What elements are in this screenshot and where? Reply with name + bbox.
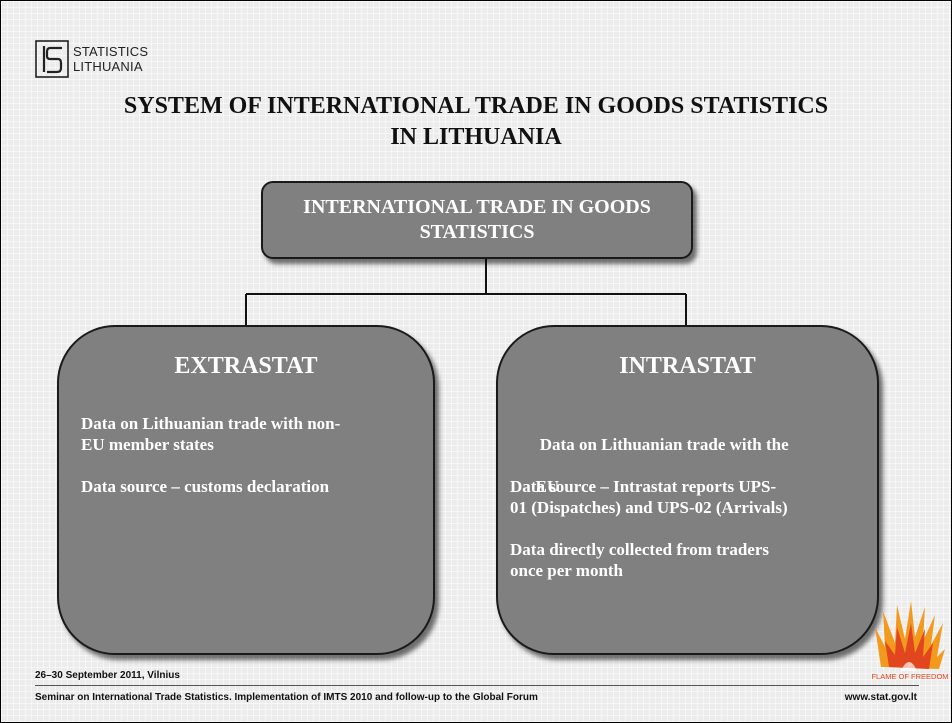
flame-caption: FLAME OF FREEDOM bbox=[871, 672, 948, 681]
title-line-2: IN LITHUANIA bbox=[390, 124, 562, 150]
flame-of-freedom-logo-icon: FLAME OF FREEDOM bbox=[871, 601, 949, 681]
intrastat-title: INTRASTAT bbox=[619, 353, 756, 379]
intrastat-item-3-line-2: once per month bbox=[510, 561, 624, 580]
intrastat-item-1: Data on Lithuanian trade with the EU bbox=[510, 413, 789, 518]
statistics-lithuania-logo-icon bbox=[35, 40, 69, 78]
extrastat-item-1-line-1: Data on Lithuanian trade with non- bbox=[81, 414, 341, 433]
intrastat-item-2-line-2: 01 (Dispatches) and UPS-02 (Arrivals) bbox=[510, 498, 788, 517]
node-title-line-2: STATISTICS bbox=[419, 221, 535, 243]
footer-divider bbox=[35, 685, 919, 686]
node-intrastat: INTRASTAT Data on Lithuanian trade with … bbox=[496, 325, 879, 655]
intrastat-item-1-line-1: Data on Lithuanian trade with the bbox=[535, 435, 789, 454]
title-line-1: SYSTEM OF INTERNATIONAL TRADE IN GOODS S… bbox=[123, 93, 829, 119]
node-title-line-1: INTERNATIONAL TRADE IN GOODS bbox=[303, 196, 651, 218]
logo-line-1: STATISTICS bbox=[73, 44, 149, 59]
footer-date: 26–30 September 2011, Vilnius bbox=[35, 670, 180, 681]
footer-url[interactable]: www.stat.gov.lt bbox=[844, 692, 917, 703]
extrastat-item-2-line-1: Data source – customs declaration bbox=[81, 477, 330, 496]
extrastat-item-1-line-2: EU member states bbox=[81, 435, 214, 454]
node-international-trade: INTERNATIONAL TRADE IN GOODS STATISTICS bbox=[261, 181, 693, 259]
intrastat-item-1-line-2: EU bbox=[535, 477, 560, 496]
page-title: SYSTEM OF INTERNATIONAL TRADE IN GOODS S… bbox=[61, 91, 891, 153]
intrastat-item-3: Data directly collected from traders onc… bbox=[510, 539, 769, 581]
logo-line-2: LITHUANIA bbox=[73, 59, 143, 74]
intrastat-item-2-line-1: Data source – Intrastat reports UPS- bbox=[510, 477, 777, 496]
logo: STATISTICS LITHUANIA bbox=[35, 39, 148, 79]
intrastat-item-3-line-1: Data directly collected from traders bbox=[510, 540, 770, 559]
footer-seminar: Seminar on International Trade Statistic… bbox=[35, 692, 538, 703]
intrastat-item-2: Data source – Intrastat reports UPS- 01 … bbox=[510, 476, 788, 518]
node-extrastat: EXTRASTAT Data on Lithuanian trade with … bbox=[57, 325, 435, 655]
extrastat-item-1: Data on Lithuanian trade with non- EU me… bbox=[81, 413, 340, 455]
extrastat-item-2: Data source – customs declaration bbox=[81, 476, 329, 497]
extrastat-title: EXTRASTAT bbox=[174, 353, 318, 379]
